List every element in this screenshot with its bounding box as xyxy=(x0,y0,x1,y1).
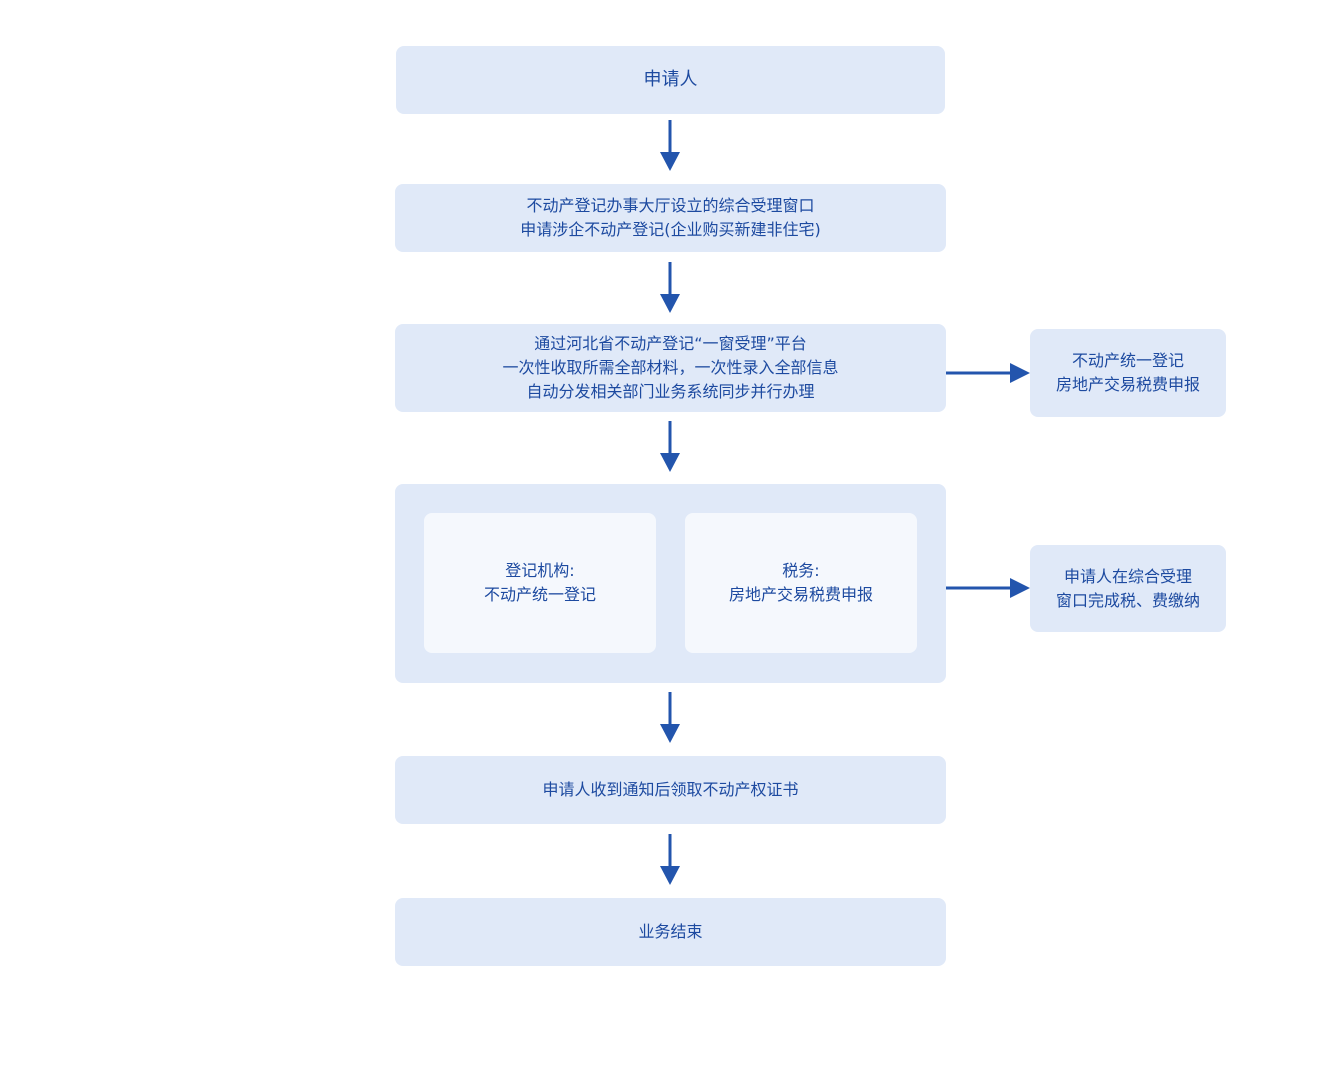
node-side-platform: 不动产统一登记 房地产交易税费申报 xyxy=(1030,329,1226,417)
node-tax: 税务: 房地产交易税费申报 xyxy=(685,513,917,653)
node-platform-line-3: 自动分发相关部门业务系统同步并行办理 xyxy=(526,382,815,401)
node-side-platform-line-2: 房地产交易税费申报 xyxy=(1055,375,1200,394)
node-applicant-line-1: 申请人 xyxy=(643,69,698,90)
node-platform-line-2: 一次性收取所需全部材料，一次性录入全部信息 xyxy=(502,358,839,377)
node-window-line-1: 不动产登记办事大厅设立的综合受理窗口 xyxy=(526,196,815,215)
node-window: 不动产登记办事大厅设立的综合受理窗口 申请涉企不动产登记(企业购买新建非住宅) xyxy=(395,184,946,252)
node-tax-line-2: 房地产交易税费申报 xyxy=(728,585,873,604)
node-end: 业务结束 xyxy=(395,898,946,966)
arrow-applicant-to-window xyxy=(660,120,680,171)
node-side-payment: 申请人在综合受理 窗口完成税、费缴纳 xyxy=(1030,545,1226,632)
arrow-platform-to-side xyxy=(946,363,1030,383)
node-tax-line-1: 税务: xyxy=(782,561,820,580)
node-registration: 登记机构: 不动产统一登记 xyxy=(424,513,656,653)
node-registration-line-1: 登记机构: xyxy=(505,561,575,580)
node-window-line-2: 申请涉企不动产登记(企业购买新建非住宅) xyxy=(520,220,821,239)
node-side-platform-line-1: 不动产统一登记 xyxy=(1071,351,1184,370)
node-certificate: 申请人收到通知后领取不动产权证书 xyxy=(395,756,946,824)
node-platform: 通过河北省不动产登记“一窗受理”平台 一次性收取所需全部材料，一次性录入全部信息… xyxy=(395,324,946,412)
node-applicant: 申请人 xyxy=(396,46,945,114)
node-end-line-1: 业务结束 xyxy=(638,922,703,941)
node-registration-line-2: 不动产统一登记 xyxy=(483,585,596,604)
arrow-parallel-to-certificate xyxy=(660,692,680,743)
node-side-payment-line-1: 申请人在综合受理 xyxy=(1063,566,1192,586)
node-certificate-line-1: 申请人收到通知后领取不动产权证书 xyxy=(542,780,799,799)
arrow-certificate-to-end xyxy=(660,834,680,885)
arrow-platform-to-parallel xyxy=(660,421,680,472)
arrow-window-to-platform xyxy=(660,262,680,313)
arrow-parallel-to-side xyxy=(946,578,1030,598)
node-platform-line-1: 通过河北省不动产登记“一窗受理”平台 xyxy=(534,334,807,353)
node-side-payment-line-2: 窗口完成税、费缴纳 xyxy=(1055,590,1200,610)
